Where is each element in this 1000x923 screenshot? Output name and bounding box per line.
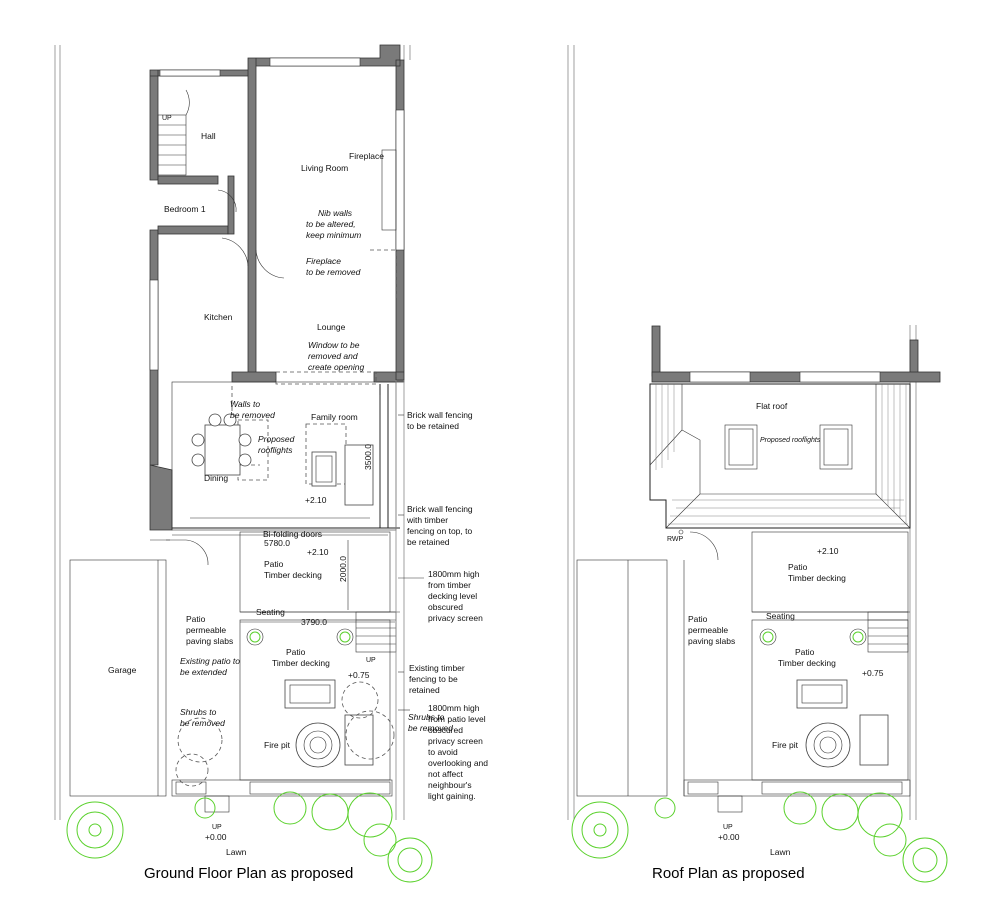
room-bedroom: Bedroom 1: [164, 204, 206, 214]
bedroom-wall: [157, 225, 229, 235]
front-window: [159, 69, 221, 77]
note-shrubs-right: Shrubs to be removed: [408, 712, 453, 733]
trees-roof: [571, 791, 948, 883]
note-nib-walls: Nib walls to be altered, keep minimum: [306, 208, 361, 240]
trees-ground: [66, 791, 433, 883]
bedroom-side-wall: [227, 175, 235, 235]
flat-roof-label: Flat roof: [756, 401, 788, 411]
level-patio-lower: +0.75: [348, 670, 370, 680]
hall-door-swing: [185, 89, 190, 116]
room-garage: Garage: [108, 665, 137, 675]
note-fireplace-removed: Fireplace to be removed: [306, 256, 361, 277]
firepit-label: Fire pit: [264, 740, 291, 750]
fireplace-living: [381, 149, 397, 231]
room-living: Living Room: [301, 163, 348, 173]
annotation-brick-wall-1: Brick wall fencing to be retained: [407, 410, 475, 431]
stair-up-label: UP: [162, 115, 172, 122]
roof-lower-furniture: [796, 679, 889, 768]
roof-level-lawn: +0.00: [718, 832, 740, 842]
stair: [157, 114, 187, 176]
ground-floor-plan: UP: [54, 44, 490, 883]
ground-plan-title: Ground Floor Plan as proposed: [144, 865, 353, 882]
kitchen-window: [149, 279, 159, 371]
level-family: +2.10: [305, 495, 327, 505]
planters: [175, 781, 391, 795]
seating-label: Seating: [256, 607, 285, 617]
annotation-privacy-1: 1800mm high from timber decking level ob…: [428, 569, 483, 623]
patio-deck-upper-label: Patio Timber decking: [264, 559, 322, 580]
roof-plan: Flat roof Proposed rooflights RWP +2.10 …: [567, 45, 948, 883]
fireplace-label: Fireplace: [349, 151, 384, 161]
annotation-privacy-2: 1800mm high from patio level obscured pr…: [428, 703, 490, 801]
note-rooflights: Proposed rooflights: [258, 434, 297, 455]
note-window-removed: Window to be removed and create opening: [308, 340, 365, 372]
lawn-label: Lawn: [226, 847, 247, 857]
lawn-up-label: UP: [212, 824, 222, 831]
dim-3500: 3500.0: [363, 444, 373, 470]
patio-deck-lower-label: Patio Timber decking: [272, 647, 330, 668]
level-lawn: +0.00: [205, 832, 227, 842]
room-hall: Hall: [201, 131, 216, 141]
lawn-step: [204, 795, 230, 813]
roof-up-label: UP: [723, 824, 733, 831]
roof-level-upper: +2.10: [817, 546, 839, 556]
hall-wall: [157, 175, 219, 185]
dining-table: [191, 413, 252, 476]
shrub-removed: [177, 717, 223, 763]
patio-slabs-label: Patio permeable paving slabs: [186, 614, 233, 646]
roof-parapet-hatch: [655, 384, 908, 525]
family-sofa: [311, 444, 374, 506]
note-shrubs-left: Shrubs to be removed: [180, 707, 225, 728]
roof-rooflight-2: [819, 424, 853, 470]
note-walls-removed: Walls to be removed: [230, 399, 275, 420]
living-window: [269, 57, 361, 67]
fireplace-removed-outline: [370, 249, 397, 300]
room-family: Family room: [311, 412, 358, 422]
roof-level-lower: +0.75: [862, 668, 884, 678]
roof-firepit-label: Fire pit: [772, 740, 799, 750]
room-kitchen: Kitchen: [204, 312, 233, 322]
roof-patio-slabs-label: Patio permeable paving slabs: [688, 614, 735, 646]
room-dining: Dining: [204, 473, 228, 483]
annotation-existing-timber: Existing timber fencing to be retained: [409, 663, 467, 695]
roof-steps: [867, 611, 909, 653]
dim-5780: 5780.0: [264, 538, 290, 548]
rwp-label: RWP: [667, 536, 684, 543]
roof-garage: [576, 559, 668, 797]
roof-patio-deck-label: Patio Timber decking: [788, 562, 846, 583]
roof-plan-title: Roof Plan as proposed: [652, 865, 805, 882]
bifolding-label: Bi-folding doors: [263, 529, 322, 539]
note-existing-patio: Existing patio to be extended: [180, 656, 242, 677]
lower-patio-furniture: [284, 679, 374, 768]
roof-patio-lower-label: Patio Timber decking: [778, 647, 836, 668]
roof-seating-label: Seating: [766, 611, 795, 621]
patio-up-label: UP: [366, 657, 376, 664]
annotation-brick-wall-2: Brick wall fencing with timber fencing o…: [406, 504, 475, 547]
roof-patio-upper: [751, 531, 909, 613]
garage-outline: [69, 559, 167, 797]
roof-lawn-label: Lawn: [770, 847, 791, 857]
dim-3790: 3790.0: [301, 617, 327, 627]
level-patio-upper: +2.10: [307, 547, 329, 557]
roof-rooflight-1: [724, 424, 758, 470]
side-door[interactable]: [166, 539, 209, 566]
roof-rooflights-label: Proposed rooflights: [760, 437, 821, 444]
dim-2000: 2000.0: [338, 556, 348, 582]
room-lounge: Lounge: [317, 322, 346, 332]
